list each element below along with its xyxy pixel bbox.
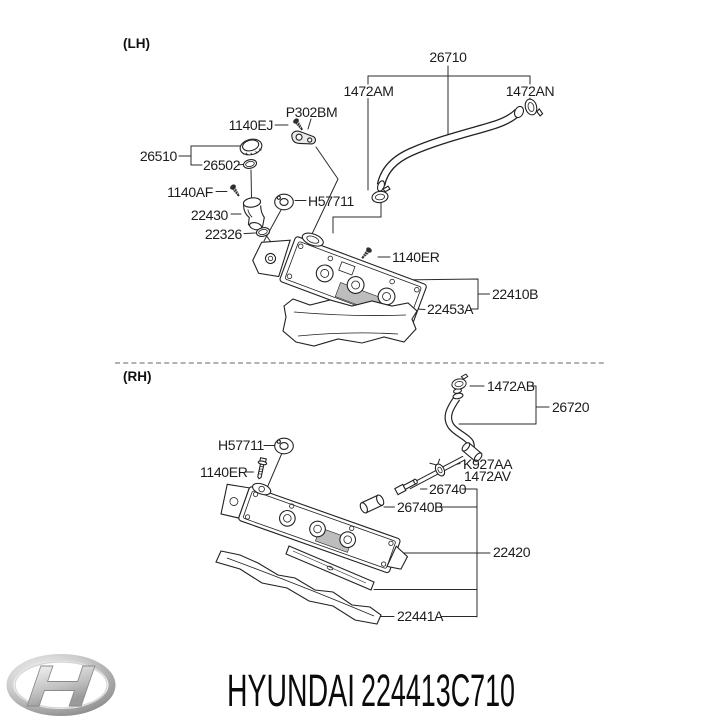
part-label-26710: 26710	[429, 49, 467, 65]
part-label-1140af: 1140AF	[167, 184, 213, 200]
cap-gasket-icon-26502	[242, 157, 258, 171]
hyundai-logo-icon	[6, 654, 116, 716]
pipe-fitting-icon	[461, 442, 483, 462]
cover-gasket-icon-22453a	[282, 298, 418, 347]
part-label-p302bm: P302BM	[286, 104, 338, 120]
part-number-text: 224413C710	[361, 665, 515, 716]
filler-neck-icon-22430	[242, 197, 265, 231]
cover-gasket-icon-22441a	[215, 550, 382, 625]
rh-section: (RH) 1472AB 26720 H57711 1140ER K927AA 1…	[123, 369, 590, 625]
part-label-22326: 22326	[205, 226, 243, 242]
part-label-22441a: 22441A	[397, 608, 444, 624]
part-label-k927aa: K927AA	[463, 456, 513, 472]
part-label-1140er-lh: 1140ER	[392, 249, 440, 265]
hose-clamp-icon-1472ab	[449, 373, 471, 391]
part-label-22430: 22430	[191, 207, 229, 223]
part-label-h57711-lh: H57711	[308, 193, 354, 209]
pcv-bracket-icon-p302bm	[291, 130, 317, 145]
grommet-icon-h57711-rh	[274, 437, 294, 455]
screw-icon-1140af	[228, 183, 242, 199]
hose-clamp-icon-1472an	[522, 96, 544, 120]
part-label-22420: 22420	[493, 544, 531, 560]
part-label-1140ej: 1140EJ	[229, 117, 273, 133]
section-tag-lh: (LH)	[123, 36, 150, 51]
part-label-1472am: 1472AM	[343, 83, 393, 99]
bolt-icon-1140er-rh	[254, 456, 269, 481]
part-label-1472an: 1472AN	[506, 83, 555, 99]
lh-leader-lines	[178, 65, 531, 310]
pcv-valve-icon-26740	[394, 478, 418, 496]
part-label-1472av: 1472AV	[464, 468, 512, 484]
oil-filler-cap-icon-26510	[239, 138, 263, 156]
grommet-icon-h57711-lh	[274, 193, 294, 211]
part-label-26740: 26740	[429, 481, 467, 497]
brand-text: HYUNDAI	[227, 665, 355, 716]
part-label-26740b: 26740B	[397, 499, 443, 515]
clamp-icon-k927aa	[429, 458, 446, 477]
breather-hose-26710	[376, 105, 525, 192]
valve-cover-rh-icon	[220, 482, 409, 574]
part-label-26510: 26510	[140, 148, 178, 164]
part-label-26502: 26502	[203, 157, 241, 173]
footer: HYUNDAI 224413C710	[6, 654, 515, 716]
part-label-h57711-rh: H57711	[218, 437, 264, 453]
bushing-icon-26740b	[359, 494, 385, 514]
lh-section: (LH) 26710 1472AM 1472AN P302BM 1140EJ 2…	[123, 36, 555, 347]
rh-leader-lines	[245, 385, 550, 618]
screw-icon-1140er-lh	[359, 245, 374, 261]
part-label-22410b: 22410B	[492, 286, 538, 302]
spark-plug-strip-icon	[285, 545, 375, 591]
part-label-26720: 26720	[552, 399, 590, 415]
part-label-22453a: 22453A	[427, 301, 474, 317]
section-tag-rh: (RH)	[123, 369, 152, 384]
part-label-1472ab: 1472AB	[487, 378, 535, 394]
part-label-1140er-rh: 1140ER	[200, 464, 248, 480]
